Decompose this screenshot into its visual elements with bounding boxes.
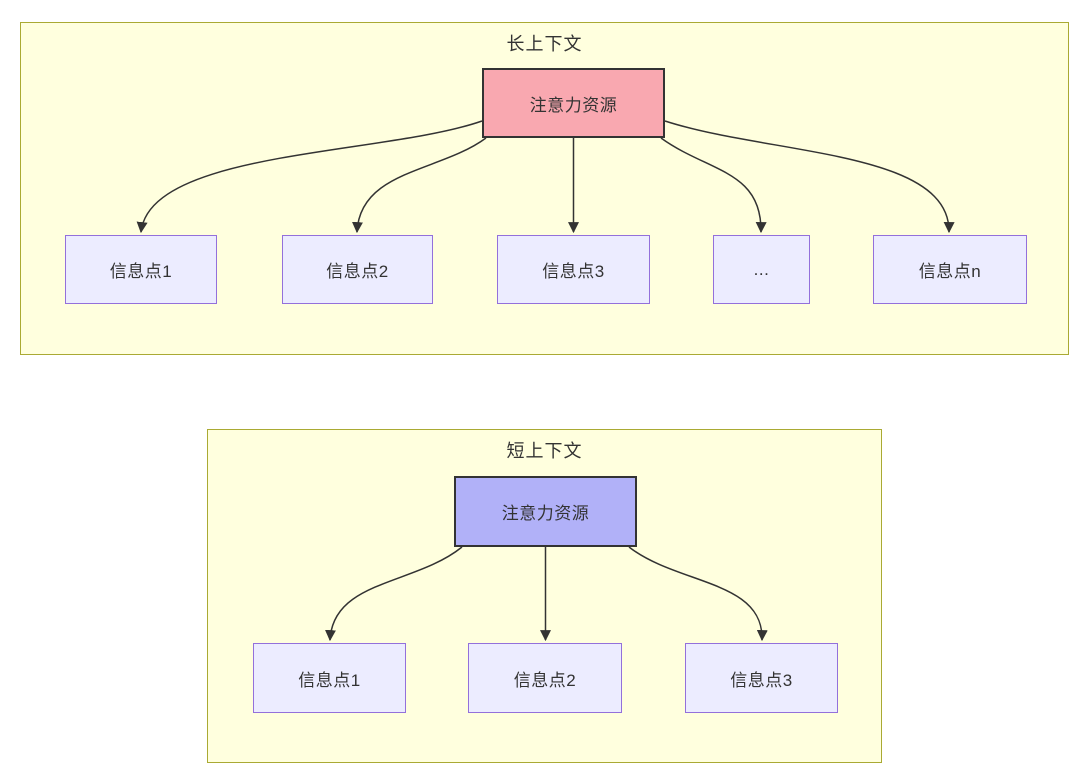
long-info-point-n-node: 信息点n — [873, 235, 1027, 304]
long-info-point-1-node: 信息点1 — [65, 235, 217, 304]
short-attention-resource-label: 注意力资源 — [501, 504, 590, 523]
long-info-point-ellipsis-node: ... — [713, 235, 810, 304]
short-attention-resource-node: 注意力资源 — [454, 476, 637, 547]
short-info-point-2-label: 信息点2 — [513, 670, 577, 690]
short-context-title: 短上下文 — [506, 441, 583, 461]
long-attention-resource-label: 注意力资源 — [529, 95, 618, 115]
long-info-point-1-label: 信息点1 — [109, 262, 173, 281]
long-info-point-2-node: 信息点2 — [282, 235, 433, 304]
short-info-point-1-node: 信息点1 — [253, 643, 406, 713]
long-info-point-ellipsis-label: ... — [753, 259, 770, 279]
short-info-point-3-label: 信息点3 — [730, 670, 793, 690]
long-info-point-3-node: 信息点3 — [497, 235, 650, 304]
long-context-title: 长上下文 — [506, 34, 583, 54]
long-info-point-2-label: 信息点2 — [326, 262, 389, 281]
short-info-point-3-node: 信息点3 — [685, 643, 838, 713]
long-attention-resource-node: 注意力资源 — [482, 68, 665, 138]
short-info-point-1-label: 信息点1 — [298, 670, 361, 690]
short-info-point-2-node: 信息点2 — [468, 643, 622, 713]
long-info-point-3-label: 信息点3 — [542, 262, 605, 281]
long-info-point-n-label: 信息点n — [918, 262, 982, 281]
